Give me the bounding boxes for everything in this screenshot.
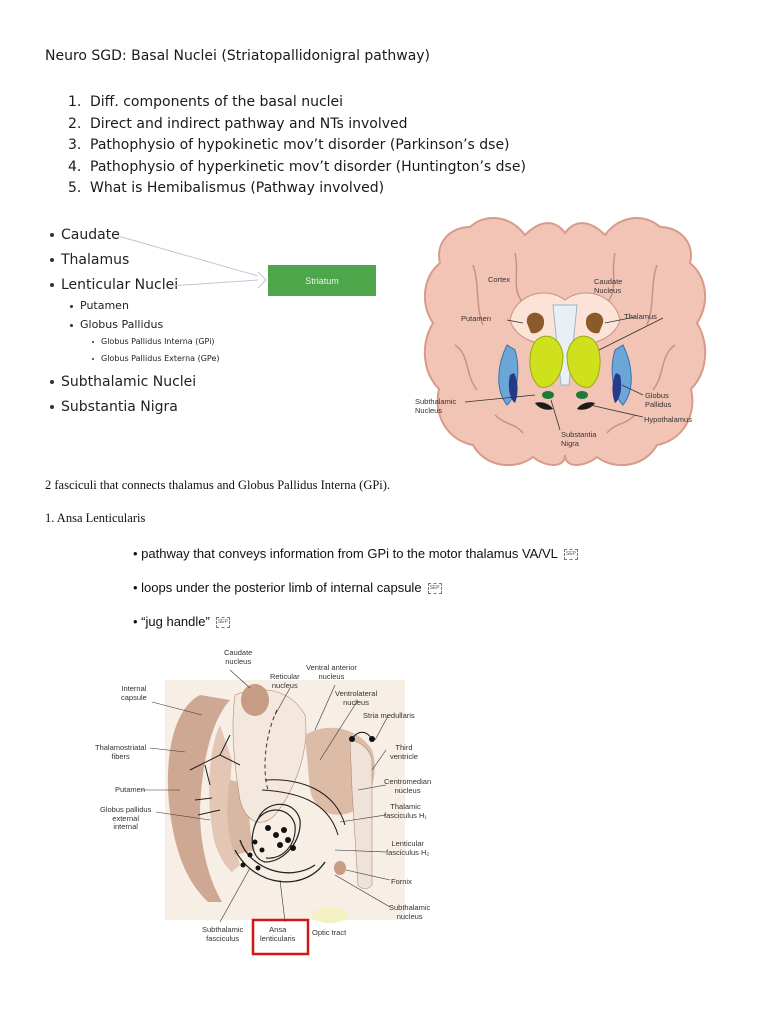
ansa-point-3: • “jug handle”SEP — [133, 614, 230, 629]
list-item: 3.Pathophysio of hypokinetic mov’t disor… — [68, 137, 510, 153]
list-item: 2.Direct and indirect pathway and NTs in… — [68, 115, 408, 132]
ansa-point-1: • pathway that conveys information from … — [133, 546, 578, 561]
page-title: Neuro SGD: Basal Nuclei (Striatopallidon… — [45, 48, 431, 64]
component-subthalamic: Subthalamic Nuclei — [50, 374, 196, 390]
diagram-label-putamen: Putamen — [115, 785, 146, 794]
component-substantia: Substantia Nigra — [50, 399, 178, 415]
ansa-heading: 1. Ansa Lenticularis — [45, 511, 146, 525]
brain-label-hypothalamus: Hypothalamus — [644, 415, 692, 424]
ansa-lenticularis-diagram — [142, 669, 405, 956]
component-thalamus: Thalamus — [50, 252, 129, 268]
list-item: 4.Pathophysio of hyperkinetic mov’t diso… — [68, 158, 526, 175]
brain-label-thalamus: Thalamus — [624, 312, 657, 321]
objectives-list: 1.Diff. components of the basal nuclei 2… — [68, 92, 526, 200]
list-item: 1.Diff. components of the basal nuclei — [68, 94, 344, 110]
brain-coronal-illustration — [423, 216, 707, 467]
striatum-box: Striatum — [268, 265, 376, 296]
brain-label-putamen: Putamen — [461, 314, 492, 323]
component-globus-pallidus: Globus Pallidus — [70, 318, 163, 331]
component-lenticular: Lenticular Nuclei — [50, 277, 178, 293]
diagram-label-optic-tract: Optic tract — [312, 928, 347, 937]
component-gpi: Globus Pallidus Interna (GPi) — [92, 337, 215, 346]
component-caudate: Caudate — [50, 227, 120, 243]
component-gpe: Globus Pallidus Externa (GPe) — [92, 354, 219, 363]
ansa-point-2: • loops under the posterior limb of inte… — [133, 580, 442, 595]
diagram-label-stria: Stria medullaris — [363, 711, 415, 720]
fasciculi-intro: 2 fasciculi that connects thalamus and G… — [45, 478, 391, 492]
component-putamen: Putamen — [70, 299, 129, 312]
list-item: 5.What is Hemibalismus (Pathway involved… — [68, 180, 385, 196]
brain-label-cortex: Cortex — [488, 275, 511, 284]
diagram-label-fornix: Fornix — [391, 877, 412, 886]
striatum-connector-lines — [117, 235, 267, 289]
